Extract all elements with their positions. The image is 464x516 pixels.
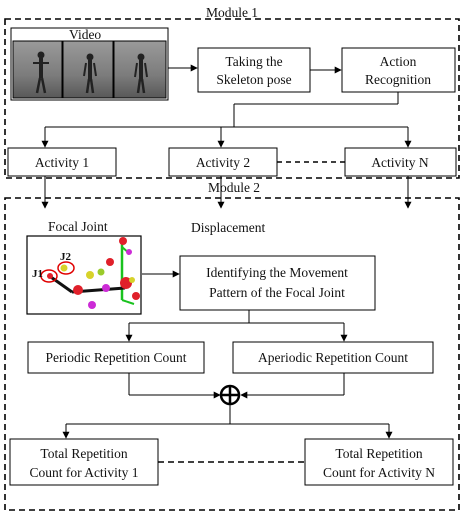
video-frames [12,40,167,99]
combine-lines [128,373,345,399]
branch-to-totals [62,404,393,439]
focal-joint-image: J1 J2 [26,235,142,315]
total-activity-n-line2: Count for Activity N [323,465,435,480]
j1-label: J1 [32,268,43,280]
periodic-count-label: Periodic Repetition Count [46,350,187,365]
focal-joint-label: Focal Joint [48,219,108,234]
skeleton-pose-line1: Taking the [225,54,282,69]
activity-n-box [344,147,457,177]
activity-1-box [7,147,117,177]
activity-1-label: Activity 1 [35,155,89,170]
action-recognition-line2: Recognition [365,72,431,87]
action-recognition-box [341,47,456,93]
identify-line2: Pattern of the Focal Joint [209,285,345,300]
total-activity-1-line1: Total Repetition [40,446,127,461]
action-recognition-line1: Action [380,54,417,69]
j2-ring [57,261,75,275]
circled-plus-icon [219,384,241,406]
module1-title: Module 1 [206,5,258,20]
module2-frame [4,197,460,511]
j2-label: J2 [60,251,72,263]
branch-to-activities [41,92,412,148]
activity-n-label: Activity N [371,155,429,170]
total-activity-n-line1: Total Repetition [335,446,422,461]
branch-to-counts [125,310,348,342]
video-label: Video [69,27,101,42]
skeleton-pose-box [197,47,311,93]
aperiodic-count-label: Aperiodic Repetition Count [258,350,408,365]
displacement-label: Displacement [191,220,265,235]
module2-title: Module 2 [208,180,260,195]
identify-movement-box [179,255,376,311]
skeleton-pose-line2: Skeleton pose [216,72,291,87]
j1-ring [40,269,58,283]
activity-2-box [168,147,278,177]
module1-frame [4,18,460,179]
total-activity-1-box [9,438,159,486]
activity-2-label: Activity 2 [196,155,250,170]
total-activity-n-box [304,438,454,486]
aperiodic-count-box [232,341,434,374]
total-activity-1-line2: Count for Activity 1 [29,465,138,480]
identify-line1: Identifying the Movement [206,265,348,280]
periodic-count-box [27,341,205,374]
